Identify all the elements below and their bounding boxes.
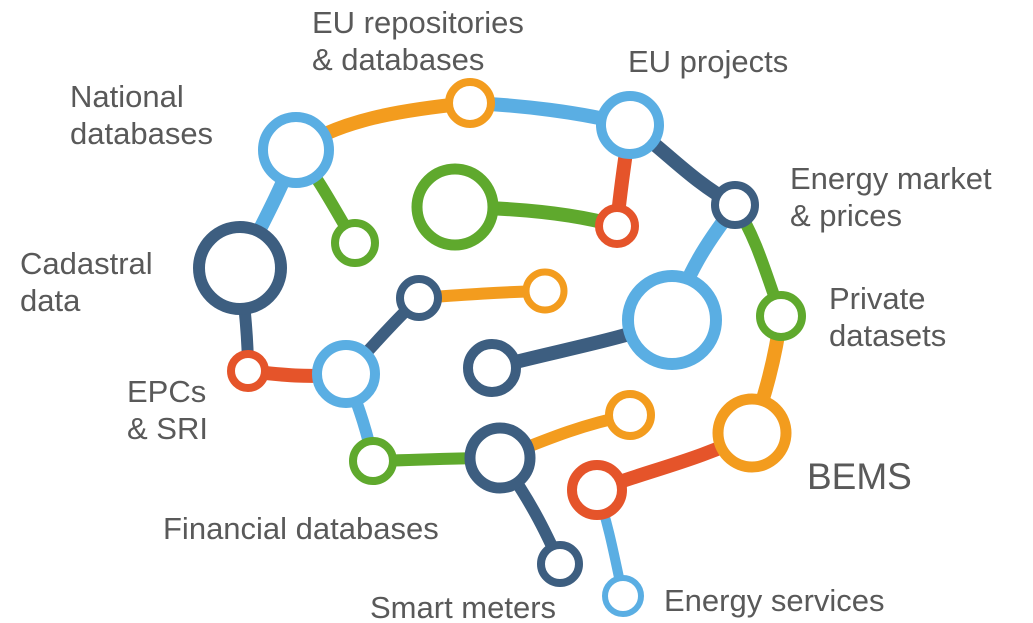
node-green-small	[331, 219, 379, 267]
label-epcs-sri-line-1: EPCs	[127, 374, 207, 409]
label-private-datasets-line-1: Private	[829, 281, 926, 316]
label-cadastral-data-line-1: Cadastral	[20, 246, 153, 281]
label-national-databases-line-1: National	[70, 79, 184, 114]
label-national-databases: National databases	[70, 78, 213, 152]
node-green-loop	[411, 163, 499, 251]
node-red-mid	[595, 204, 639, 248]
node-smart-meters	[537, 541, 583, 587]
label-energy-services-line-1: Energy services	[664, 583, 885, 618]
label-cadastral-data-line-2: data	[20, 283, 81, 318]
label-financial-databases: Financial databases	[163, 510, 439, 547]
node-epcs-red	[227, 350, 269, 392]
label-epcs-sri: EPCs & SRI	[127, 373, 208, 447]
label-smart-meters: Smart meters	[370, 589, 556, 623]
node-energy-market	[711, 181, 759, 229]
label-private-datasets-line-2: datasets	[829, 318, 947, 353]
node-navy-small	[396, 275, 442, 321]
label-smart-meters-line-1: Smart meters	[370, 590, 557, 623]
node-green-bottom	[349, 437, 397, 485]
node-red-loop	[567, 460, 627, 520]
node-eu-repositories	[445, 78, 495, 128]
node-private	[756, 291, 806, 341]
connection-nodes	[193, 78, 806, 617]
label-eu-projects: EU projects	[628, 43, 788, 80]
node-national	[258, 112, 334, 188]
node-fin-main	[464, 422, 536, 494]
node-orange-small	[522, 268, 568, 314]
label-bems: BEMS	[807, 456, 912, 498]
node-center	[622, 270, 722, 370]
label-energy-market-line-1: Energy market	[790, 161, 992, 196]
node-epcs-main	[312, 340, 380, 408]
label-energy-market: Energy market & prices	[790, 160, 992, 234]
label-national-databases-line-2: databases	[70, 116, 214, 151]
label-eu-projects-line-1: EU projects	[628, 44, 789, 79]
node-energy-services	[602, 575, 644, 617]
label-cadastral-data: Cadastral data	[20, 245, 153, 319]
label-bems-line-1: BEMS	[807, 456, 912, 497]
node-navy-loop	[463, 339, 521, 397]
node-bems	[712, 393, 792, 473]
label-eu-repositories-line-1: EU repositories	[312, 5, 524, 40]
label-energy-services: Energy services	[664, 582, 885, 619]
label-eu-repositories-line-2: & databases	[312, 42, 485, 77]
label-epcs-sri-line-2: & SRI	[127, 411, 208, 446]
label-energy-market-line-2: & prices	[790, 198, 902, 233]
label-private-datasets: Private datasets	[829, 280, 946, 354]
label-financial-databases-line-1: Financial databases	[163, 511, 439, 546]
node-eu-projects	[596, 91, 664, 159]
node-cadastral	[193, 221, 287, 315]
node-orange-right	[605, 390, 655, 440]
label-eu-repositories: EU repositories & databases	[312, 4, 524, 78]
